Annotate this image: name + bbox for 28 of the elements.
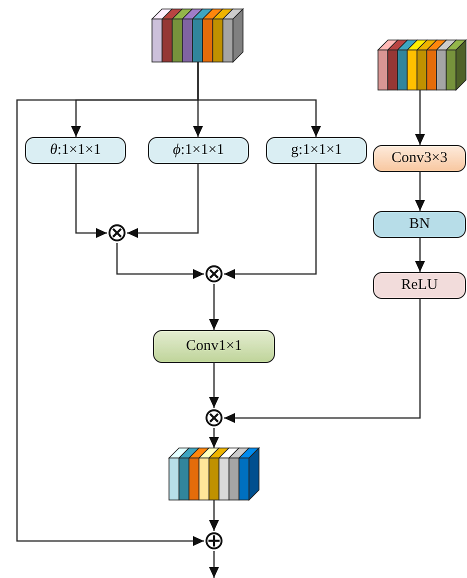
arrow xyxy=(209,551,219,578)
operator-symbol: ⊕ xyxy=(204,531,224,551)
process-box: g:1×1×1 xyxy=(266,137,367,164)
arrow xyxy=(209,500,219,531)
arrow xyxy=(209,284,219,330)
feature-map-drawing xyxy=(152,9,243,62)
arrow xyxy=(209,363,219,408)
process-box: ReLU xyxy=(373,272,466,299)
arrow xyxy=(224,299,421,423)
process-box: θ:1×1×1 xyxy=(25,137,126,164)
feature-map-drawing xyxy=(169,448,259,500)
feature-map-drawing xyxy=(378,40,466,90)
operator-symbol: ⊗ xyxy=(204,408,224,428)
process-box: BN xyxy=(373,211,466,238)
arrow xyxy=(16,62,204,546)
arrow xyxy=(209,428,219,448)
operator-symbol: ⊗ xyxy=(107,223,127,243)
process-box: ϕ:1×1×1 xyxy=(148,137,249,164)
arrow xyxy=(224,164,317,279)
process-box: Conv3×3 xyxy=(373,145,466,172)
operator-symbol: ⊗ xyxy=(204,264,224,284)
arrow xyxy=(127,164,199,238)
arrow xyxy=(415,172,425,211)
arrow xyxy=(415,238,425,272)
arrow xyxy=(116,243,204,279)
arrow xyxy=(415,90,425,145)
process-box: Conv1×1 xyxy=(153,330,275,363)
arrow xyxy=(75,164,107,238)
